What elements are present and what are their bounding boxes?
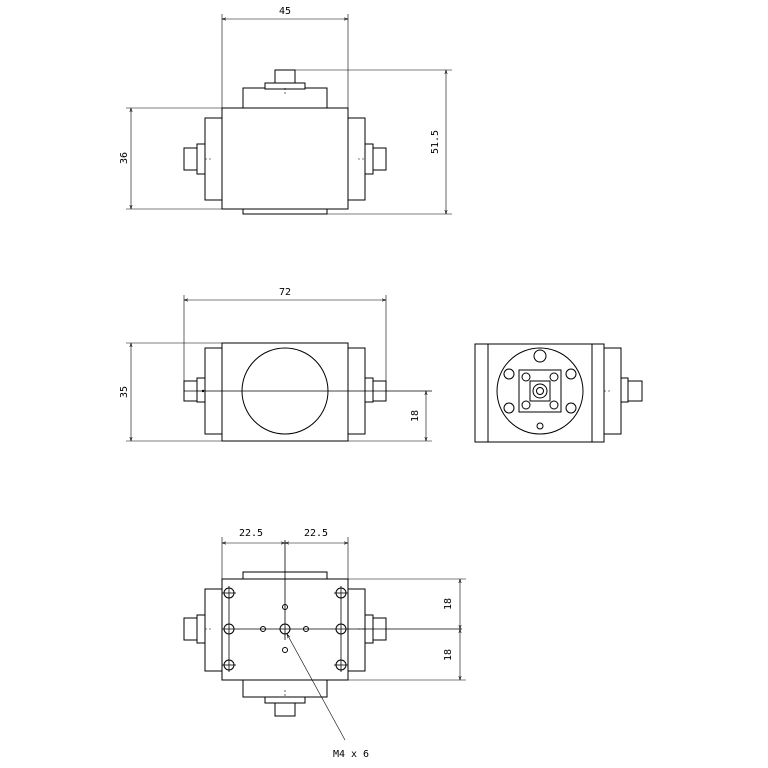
bottom-view-connector-base [264, 696, 306, 704]
side-view-hole-lower-right [565, 402, 577, 414]
side-view-connector-pin [536, 387, 544, 395]
top-view-left-connector-nut [183, 147, 198, 171]
bottom-view-left-connector-nut [183, 617, 198, 641]
top-view-left-port-flange [196, 143, 206, 175]
front-port-height-label: 18 [410, 410, 421, 422]
side-view [474, 343, 643, 443]
bottom-upper-label: 18 [443, 598, 454, 610]
front-view-left-port-flange [196, 377, 206, 403]
side-view-hole-lower-left [503, 402, 515, 414]
side-view-hole-upper-right [565, 368, 577, 380]
thread-callout-label: M4 x 6 [333, 749, 369, 760]
side-view-connector-screw-2 [549, 372, 559, 382]
bottom-view-right-port-block [347, 588, 366, 672]
side-view-connector-screw-4 [549, 400, 559, 410]
side-view-connector-nut [627, 380, 643, 402]
side-view-top-hole [533, 349, 547, 363]
bottom-view: 22.5 22.5 18 18 M4 x 6 [183, 528, 466, 760]
top-overall-label: 51.5 [430, 130, 441, 154]
bottom-view-center-hole-bottom [282, 647, 288, 653]
front-view-right-port-flange [364, 377, 374, 403]
side-view-right-flange [591, 343, 605, 443]
side-view-connector-screw-3 [521, 400, 531, 410]
bottom-view-left-port-flange [196, 614, 206, 644]
top-view: 45 36 51.5 [119, 6, 452, 215]
side-view-connector-screw-1 [521, 372, 531, 382]
side-view-bottom-hole [536, 422, 544, 430]
front-view: 72 35 18 [119, 287, 432, 442]
side-view-port-block [603, 347, 622, 435]
top-view-left-port-block [204, 117, 223, 201]
top-height-label: 36 [119, 152, 130, 164]
thread-leader-line [287, 634, 346, 741]
side-view-port-flange [620, 377, 629, 403]
side-view-hole-upper-left [503, 368, 515, 380]
top-view-body [221, 107, 349, 210]
top-view-right-connector-nut [372, 147, 387, 171]
front-height-label: 35 [119, 386, 130, 398]
top-view-lower-flange [242, 208, 328, 215]
side-view-left-flange [474, 343, 489, 443]
top-view-right-port-flange [364, 143, 374, 175]
bottom-right-label: 22.5 [304, 528, 328, 539]
front-width-label: 72 [279, 287, 291, 298]
bottom-lower-label: 18 [443, 649, 454, 661]
bottom-view-connector-nut [274, 702, 296, 717]
bottom-left-label: 22.5 [239, 528, 263, 539]
top-width-label: 45 [279, 6, 291, 17]
bottom-view-left-port-block [204, 588, 223, 672]
top-view-upper-flange [242, 87, 328, 109]
top-view-connector-nut [274, 69, 296, 84]
